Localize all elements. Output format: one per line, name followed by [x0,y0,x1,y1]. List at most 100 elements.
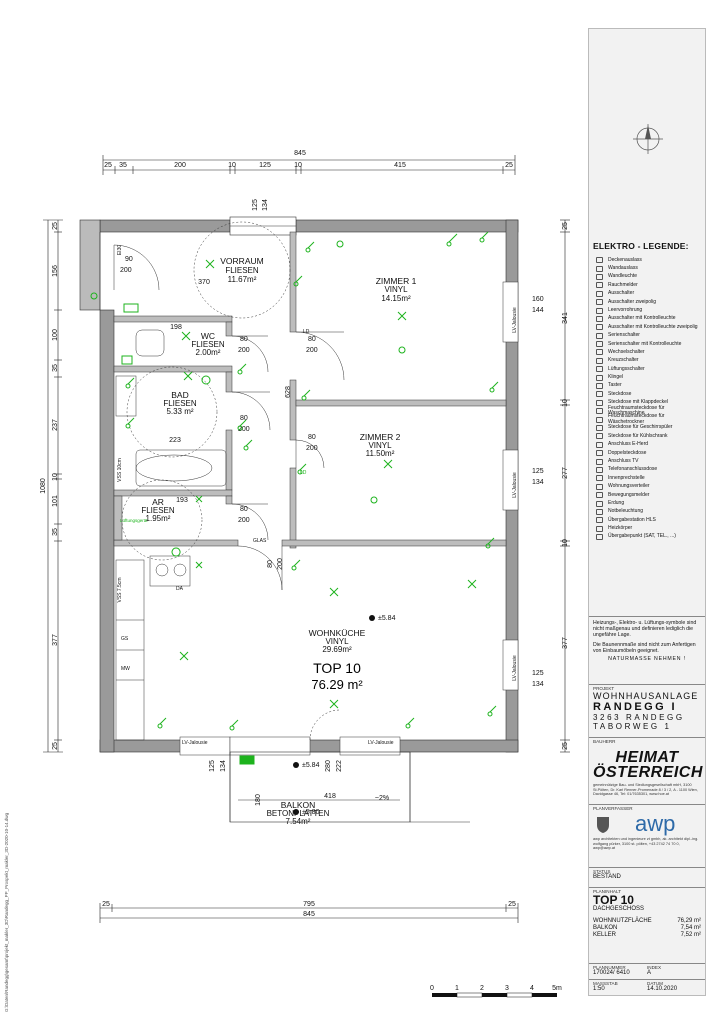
svg-text:200: 200 [306,347,318,354]
svg-text:80: 80 [240,506,248,513]
legend-symbol-icon [593,341,605,348]
area-key: WOHNNUTZFLÄCHE [593,918,652,925]
svg-text:100: 100 [52,329,59,341]
svg-text:377: 377 [562,637,569,649]
projekt-line4: TABORWEG 1 [593,722,672,732]
legend-symbol-icon [593,282,605,289]
status-value: BESTAND [593,874,621,881]
vss1-label: VSS 10cm [117,458,123,482]
legend-item-label: Telefonanschlussdose [608,466,658,473]
svg-text:80: 80 [267,560,274,568]
legend-symbol-icon [593,299,605,306]
win-wk-h: 134 [532,681,544,688]
legend-item-label: Serienschalter mit Kontrolleuchte [608,340,682,347]
legend-symbol-icon [593,315,605,322]
legend-item-label: Anschluss E-Herd [608,441,649,448]
area-key: KELLER [593,932,617,939]
legend-item: Steckdose mit Klappdeckel [593,399,701,407]
svg-text:80: 80 [308,336,316,343]
file-path: G:\Daten\Randegg\gesamt\projekt_makler_3… [4,812,9,1012]
svg-text:WOHNKÜCHE: WOHNKÜCHE [309,628,366,638]
lv-label-5: LV-Jalousie [368,740,394,746]
status-block: STATUS BESTAND [589,867,705,880]
svg-text:200: 200 [174,162,186,169]
legend-item-label: Steckdose für Kühlschrank [608,432,668,439]
projekt-line3: 3263 RANDEGG [593,713,685,723]
area-value: 76,29 m² [677,918,701,925]
legend-item-label: Ausschalter zweipolig [608,298,657,305]
svg-text:ZIMMER 1: ZIMMER 1 [376,276,417,286]
svg-text:±5.80: ±5.80 [302,809,320,816]
win-z2-w: 125 [532,468,544,475]
wc-width: 198 [170,324,182,331]
legend-item: Deckenauslass [593,256,701,264]
dimension-left [43,219,63,753]
legend-item: Steckdose für Geschirrspüler [593,424,701,432]
note-measure: NATURMASSE NEHMEN ! [608,656,686,662]
legend-symbol-icon [593,265,605,272]
room-vorraum: VORRAUM FLIESEN 11.67m² [220,256,263,284]
status-label: STATUS [593,869,611,874]
electrical-symbols: LD Lüftungsgerät [90,231,499,765]
svg-text:VINYL: VINYL [384,285,408,294]
svg-text:7.54m²: 7.54m² [286,817,311,826]
planverfasser-label: PLANVERFASSER [593,806,633,811]
svg-text:FLIESEN: FLIESEN [141,506,175,515]
svg-text:14.15m²: 14.15m² [381,294,411,303]
massstab-label: MASSSTAB [593,981,618,986]
planinhalt-geschoss: DACHGESCHOSS [593,906,645,913]
ld-label-2: LD [300,470,307,476]
massstab-value: 1:50 [593,986,605,993]
ar-width: 193 [176,497,188,504]
legend-symbol-icon [593,383,605,390]
legend-symbol-icon [593,374,605,381]
legend-item: Wandauslass [593,264,701,272]
svg-text:1: 1 [455,985,459,992]
legend-item: Leervorrohrung [593,306,701,314]
svg-text:11.50m²: 11.50m² [366,449,395,458]
legend-symbol-icon [593,534,605,541]
legend-symbol-icon [593,450,605,457]
lv-label-3: LV-Jalousie [512,655,518,681]
door-wk-h: 134 [220,760,227,772]
legend-symbol-icon [593,525,605,532]
svg-text:25: 25 [104,162,112,169]
legend-symbol-icon [593,324,605,331]
bauherr-logo: HEIMAT ÖSTERREICH [593,749,703,782]
svg-text:±5.84: ±5.84 [378,615,396,622]
legend-item-label: Wandauslass [608,264,638,271]
door-bal-w: 280 [325,760,332,772]
svg-text:ZIMMER 2: ZIMMER 2 [360,432,401,442]
legend-symbol-icon [593,425,605,432]
legend-symbol-icon [593,517,605,524]
floor-plan: 845 25 35 200 10 125 10 415 25 125 134 1… [40,150,570,998]
architect-logo: awp [635,811,676,837]
legend-symbol-icon [593,307,605,314]
svg-text:BALKON: BALKON [281,800,316,810]
notes: Heizungs-, Elektro- u. Lüftungs-symbole … [589,616,705,662]
legend-item-label: Übergabestation HLS [608,516,656,523]
area-key: BALKON [593,925,618,932]
legend-item-label: Wechselschalter [608,348,645,355]
legend-item: Erdung [593,499,701,507]
svg-text:35: 35 [52,528,59,536]
svg-text:35: 35 [52,364,59,372]
projekt-line2: RANDEGG I [593,701,677,714]
room-zimmer-2: ZIMMER 2 VINYL 11.50m² [360,432,401,458]
da-label: DA [176,586,184,592]
planverfasser-block: PLANVERFASSER awp awp architekten und in… [589,804,705,851]
legend-symbol-icon [593,366,605,373]
legend-item-label: Anschluss TV [608,457,639,464]
legend-item-label: Steckdose für Geschirrspüler [608,424,673,431]
legend-item: Bewegungsmelder [593,491,701,499]
legend-symbol-icon [593,500,605,507]
legend-item: Klingel [593,373,701,381]
legend-item: Lüftungsschalter [593,365,701,373]
door-dimensions: 90 200 80 200 80 200 80 200 80 200 80 20… [120,256,318,570]
legend-symbol-icon [593,257,605,264]
svg-text:AR: AR [152,497,164,507]
room-bad: BAD FLIESEN 5.33 m² [163,390,197,416]
svg-text:FLIESEN: FLIESEN [191,340,225,349]
